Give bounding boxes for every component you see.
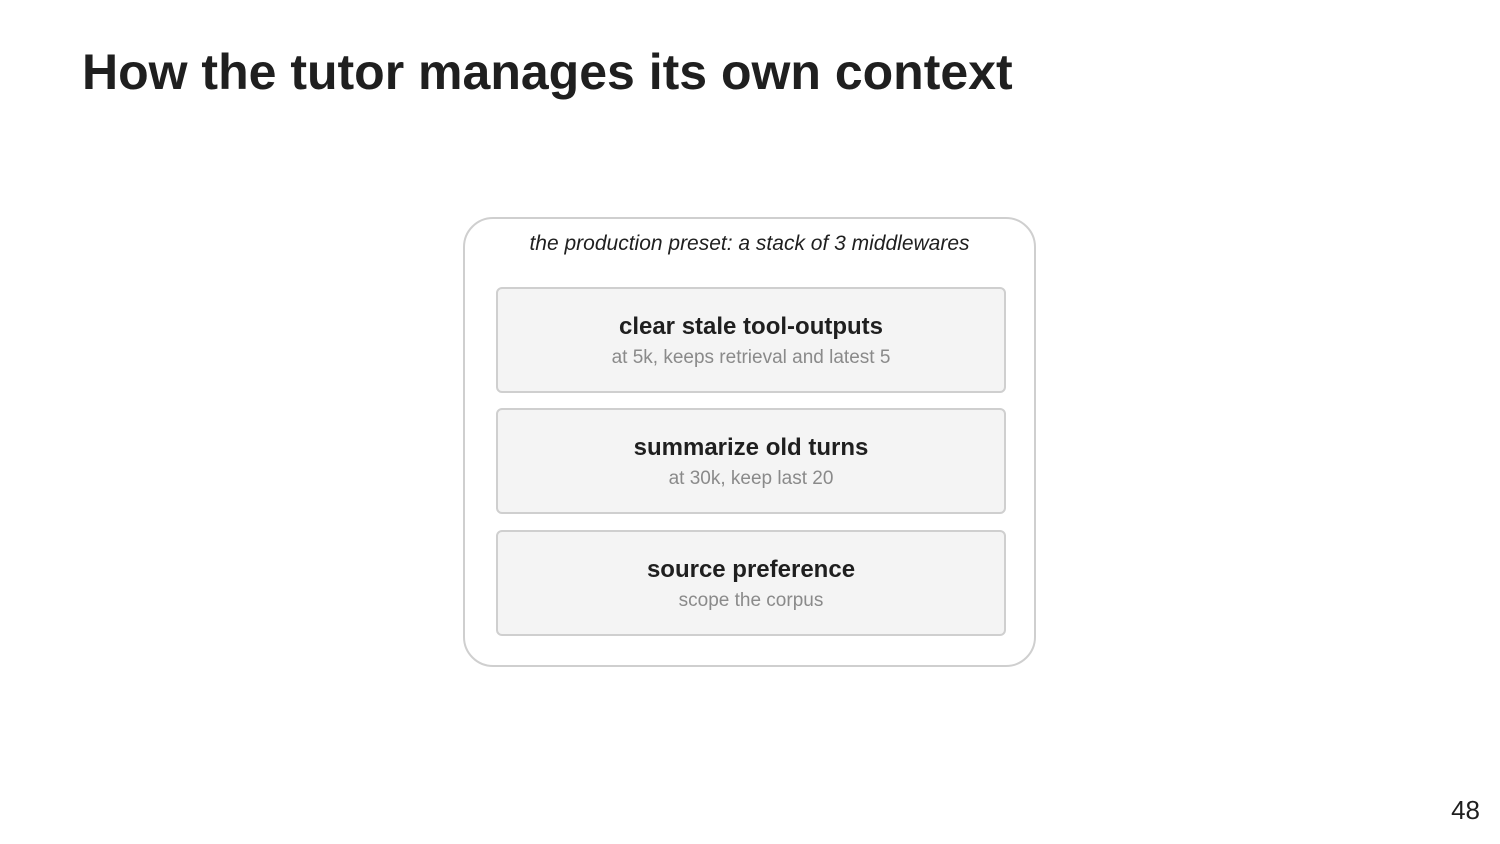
middleware-clear-stale-tool-outputs: clear stale tool-outputs at 5k, keeps re… bbox=[496, 287, 1006, 393]
middleware-detail: scope the corpus bbox=[678, 590, 824, 611]
middleware-name: clear stale tool-outputs bbox=[618, 313, 884, 340]
slide-title: How the tutor manages its own context bbox=[82, 44, 1013, 100]
production-preset-container: the production preset: a stack of 3 midd… bbox=[463, 217, 1036, 667]
middleware-name: source preference bbox=[646, 556, 856, 583]
middleware-detail: at 30k, keep last 20 bbox=[668, 468, 834, 489]
middleware-summarize-old-turns: summarize old turns at 30k, keep last 20 bbox=[496, 408, 1006, 514]
middleware-detail: at 5k, keeps retrieval and latest 5 bbox=[611, 347, 891, 368]
preset-caption: the production preset: a stack of 3 midd… bbox=[529, 232, 970, 255]
middleware-source-preference: source preference scope the corpus bbox=[496, 530, 1006, 636]
page-number: 48 bbox=[1451, 795, 1480, 825]
middleware-name: summarize old turns bbox=[633, 434, 869, 461]
